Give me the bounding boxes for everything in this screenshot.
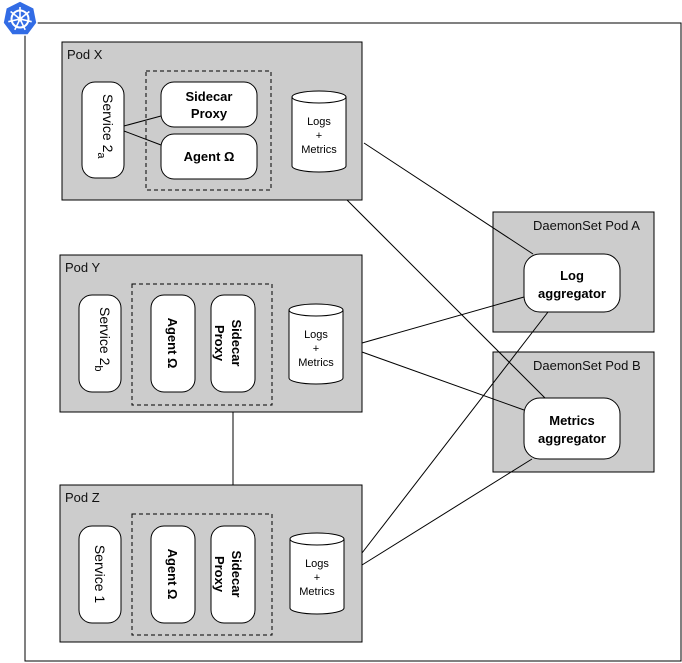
svg-text:Metrics: Metrics: [299, 586, 335, 598]
svg-text:aggregator: aggregator: [538, 286, 606, 301]
pod-x-logs-metrics-storage: Logs + Metrics: [291, 90, 347, 173]
svg-text:+: +: [313, 343, 319, 355]
pod-y: Pod Y Service 2b Agent Ω Sidecar Proxy L…: [59, 254, 363, 413]
pod-z-mesh-group: [131, 513, 273, 636]
svg-text:+: +: [316, 130, 322, 142]
connector-pod-y-to-log-aggregator: [361, 296, 525, 344]
pod-x-sidecar-proxy: Sidecar Proxy: [160, 81, 258, 128]
svg-text:Proxy: Proxy: [191, 106, 228, 121]
svg-text:Metrics: Metrics: [298, 357, 334, 369]
svg-text:Agent Ω: Agent Ω: [165, 549, 180, 600]
pod-z-label: Pod Z: [65, 490, 100, 505]
pod-x-label: Pod X: [67, 47, 103, 62]
svg-text:Sidecar: Sidecar: [186, 89, 233, 104]
svg-text:Sidecar: Sidecar: [229, 320, 244, 367]
pod-x-service: Service 2a: [81, 81, 125, 179]
svg-text:Logs: Logs: [304, 329, 328, 341]
log-aggregator: Log aggregator: [523, 253, 621, 313]
connector-service-x-to-agent: [123, 130, 162, 146]
cluster-frame: [24, 22, 682, 662]
pod-x: Pod X Service 2a Sidecar Proxy Agent Ω L…: [61, 41, 363, 201]
connector-service-x-to-sidecar: [123, 115, 162, 127]
svg-text:Metrics: Metrics: [301, 144, 337, 156]
svg-text:Service 1: Service 1: [92, 545, 108, 604]
metrics-aggregator: Metrics aggregator: [523, 397, 621, 460]
kubernetes-wheel-icon: [2, 0, 38, 36]
pod-z-sidecar-proxy: Sidecar Proxy: [210, 525, 256, 624]
pod-z-agent: Agent Ω: [150, 525, 196, 624]
svg-text:Agent Ω: Agent Ω: [165, 318, 180, 369]
svg-text:Service 2b: Service 2b: [92, 307, 113, 371]
pod-y-service: Service 2b: [78, 294, 122, 393]
connector-pod-z-to-log-aggregator: [361, 311, 549, 554]
pod-y-label: Pod Y: [65, 260, 101, 275]
connector-pod-z-to-metrics-aggregator: [361, 458, 533, 566]
svg-text:Service 2a: Service 2a: [95, 94, 116, 159]
connectors: [123, 115, 549, 566]
pod-x-agent: Agent Ω: [160, 133, 258, 180]
svg-text:aggregator: aggregator: [538, 431, 606, 446]
pod-z-service: Service 1: [78, 525, 122, 624]
daemonset-pod-b: DaemonSet Pod B Metrics aggregator: [492, 351, 655, 473]
pod-x-mesh-group: [145, 70, 272, 191]
svg-text:Agent Ω: Agent Ω: [184, 149, 235, 164]
svg-text:Metrics: Metrics: [549, 413, 595, 428]
connector-pod-x-to-log-aggregator: [363, 142, 534, 255]
svg-text:Proxy: Proxy: [212, 556, 227, 593]
svg-text:+: +: [314, 572, 320, 584]
svg-text:Logs: Logs: [305, 558, 329, 570]
pod-y-mesh-group: [131, 283, 273, 406]
daemonset-pod-b-label: DaemonSet Pod B: [533, 358, 641, 373]
svg-text:Sidecar: Sidecar: [229, 551, 244, 598]
pod-z-logs-metrics-storage: Logs + Metrics: [289, 532, 345, 615]
connector-pod-y-to-metrics-aggregator: [361, 351, 525, 411]
svg-text:Log: Log: [560, 268, 584, 283]
pod-y-agent: Agent Ω: [150, 294, 196, 393]
svg-text:Logs: Logs: [307, 116, 331, 128]
daemonset-pod-a-label: DaemonSet Pod A: [533, 218, 640, 233]
pod-z: Pod Z Service 1 Agent Ω Sidecar Proxy Lo…: [59, 484, 363, 643]
svg-text:Proxy: Proxy: [212, 325, 227, 362]
daemonset-pod-a: DaemonSet Pod A Log aggregator: [492, 211, 655, 333]
pod-y-logs-metrics-storage: Logs + Metrics: [288, 303, 344, 385]
connector-pod-x-to-metrics-aggregator: [346, 199, 546, 399]
pod-y-sidecar-proxy: Sidecar Proxy: [210, 294, 256, 393]
